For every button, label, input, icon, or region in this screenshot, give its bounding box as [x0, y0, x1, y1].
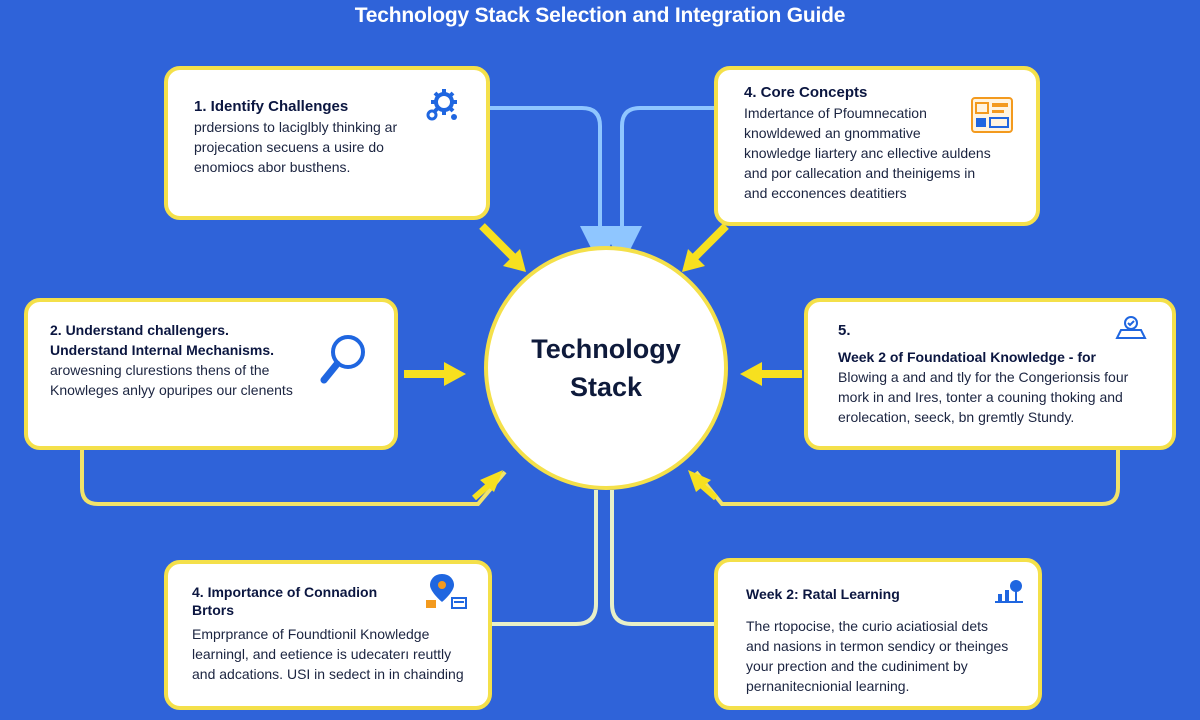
card-importance-connadion: 4. Importance of Connadion Brtors Emprpr… — [164, 560, 492, 710]
card-text: projecation secuens a usire do — [194, 139, 384, 155]
certificate-icon — [1115, 316, 1147, 339]
card-understand-challengers: 2. Understand challengers. Understand In… — [24, 298, 398, 450]
card-text: Emprprance of Foundtionil Knowledge — [192, 626, 430, 642]
card-text: pernanitecnionial learning. — [746, 678, 910, 694]
card-title: 4. Importance of Connadion — [192, 584, 378, 600]
connector-line — [610, 490, 714, 626]
card-text: Week 2 of Foundatioal Knowledge - for — [838, 349, 1096, 365]
connector-line — [492, 490, 598, 626]
page-title: Technology Stack Selection and Integrati… — [354, 4, 846, 27]
card-text: knowldewed an gnommative — [744, 125, 921, 141]
card-identify-challenges: 1. Identify Challenges prdersions to lac… — [164, 66, 490, 220]
arrow-head — [682, 249, 705, 272]
arrow-head — [740, 362, 762, 386]
card-title: 5. — [838, 322, 851, 339]
card-title: 1. Identify Challenges — [194, 98, 349, 115]
card-week2-foundational: 5. Week 2 of Foundatioal Knowledge - for… — [804, 298, 1176, 450]
card-text: enomiocs abor busthens. — [194, 159, 351, 175]
arrow-head — [503, 249, 526, 272]
connector-line — [80, 450, 507, 506]
gears-icon — [426, 89, 457, 121]
arrow — [479, 223, 517, 261]
card-text: learningl, and eetience is udecaterı reu… — [192, 646, 452, 662]
center-label-line2: Stack — [569, 372, 643, 402]
magnifier-icon — [320, 335, 365, 384]
card-text: erolecation, seeck, bn gremtly Stundy. — [838, 409, 1075, 425]
card-text: arowesning clurestions thens of the — [50, 362, 270, 378]
growth-chart-icon — [995, 580, 1023, 603]
card-text: and adcations. USI in sedect in in chain… — [192, 666, 464, 682]
connector-line — [490, 106, 620, 266]
arrow — [691, 223, 729, 261]
card-title: 4. Core Concepts — [744, 84, 868, 101]
center-label-line1: Technology — [531, 334, 681, 364]
card-text: prdersions to laciglbly thinking ar — [194, 119, 398, 135]
dashboard-icon — [971, 97, 1013, 133]
card-ratal-learning: Week 2: Ratal Learning The rtopocise, th… — [714, 558, 1042, 710]
card-title: Week 2: Ratal Learning — [746, 586, 900, 602]
arrow-head — [480, 470, 503, 492]
connector-line — [694, 450, 1120, 506]
card-text: Knowleges anlyy opuripes our clenents — [50, 382, 293, 398]
card-text: knowledge liartery anc ellective auldens — [744, 145, 991, 161]
card-title-line2: Brtors — [192, 602, 235, 618]
card-text: and por callecation and theinigems in — [744, 165, 976, 181]
card-text: Blowing a and and tly for the Congerions… — [838, 369, 1129, 385]
arrow-head — [444, 362, 466, 386]
arrow-head — [688, 470, 711, 492]
card-text: and nasions in termon sendicy or theinge… — [746, 638, 1009, 654]
card-text: Imdertance of Pfoumnecation — [744, 105, 927, 121]
card-title: 2. Understand challengers. — [50, 322, 229, 338]
card-core-concepts: 4. Core Concepts Imdertance of Pfoumneca… — [714, 66, 1040, 226]
center-hub: Technology Stack — [484, 246, 728, 490]
card-text: Understand Internal Mechanisms. — [50, 342, 275, 358]
location-pin-icon — [426, 574, 467, 609]
card-text: The rtopocise, the curio aciatiosial det… — [746, 618, 989, 634]
card-text: mork in and Ires, tonter a couning thoki… — [838, 389, 1123, 405]
card-text: your prection and the cudiniment by — [746, 658, 968, 674]
connector-line — [602, 106, 716, 266]
card-text: and ecconences deatitiers — [744, 185, 907, 201]
arrow — [472, 481, 492, 501]
